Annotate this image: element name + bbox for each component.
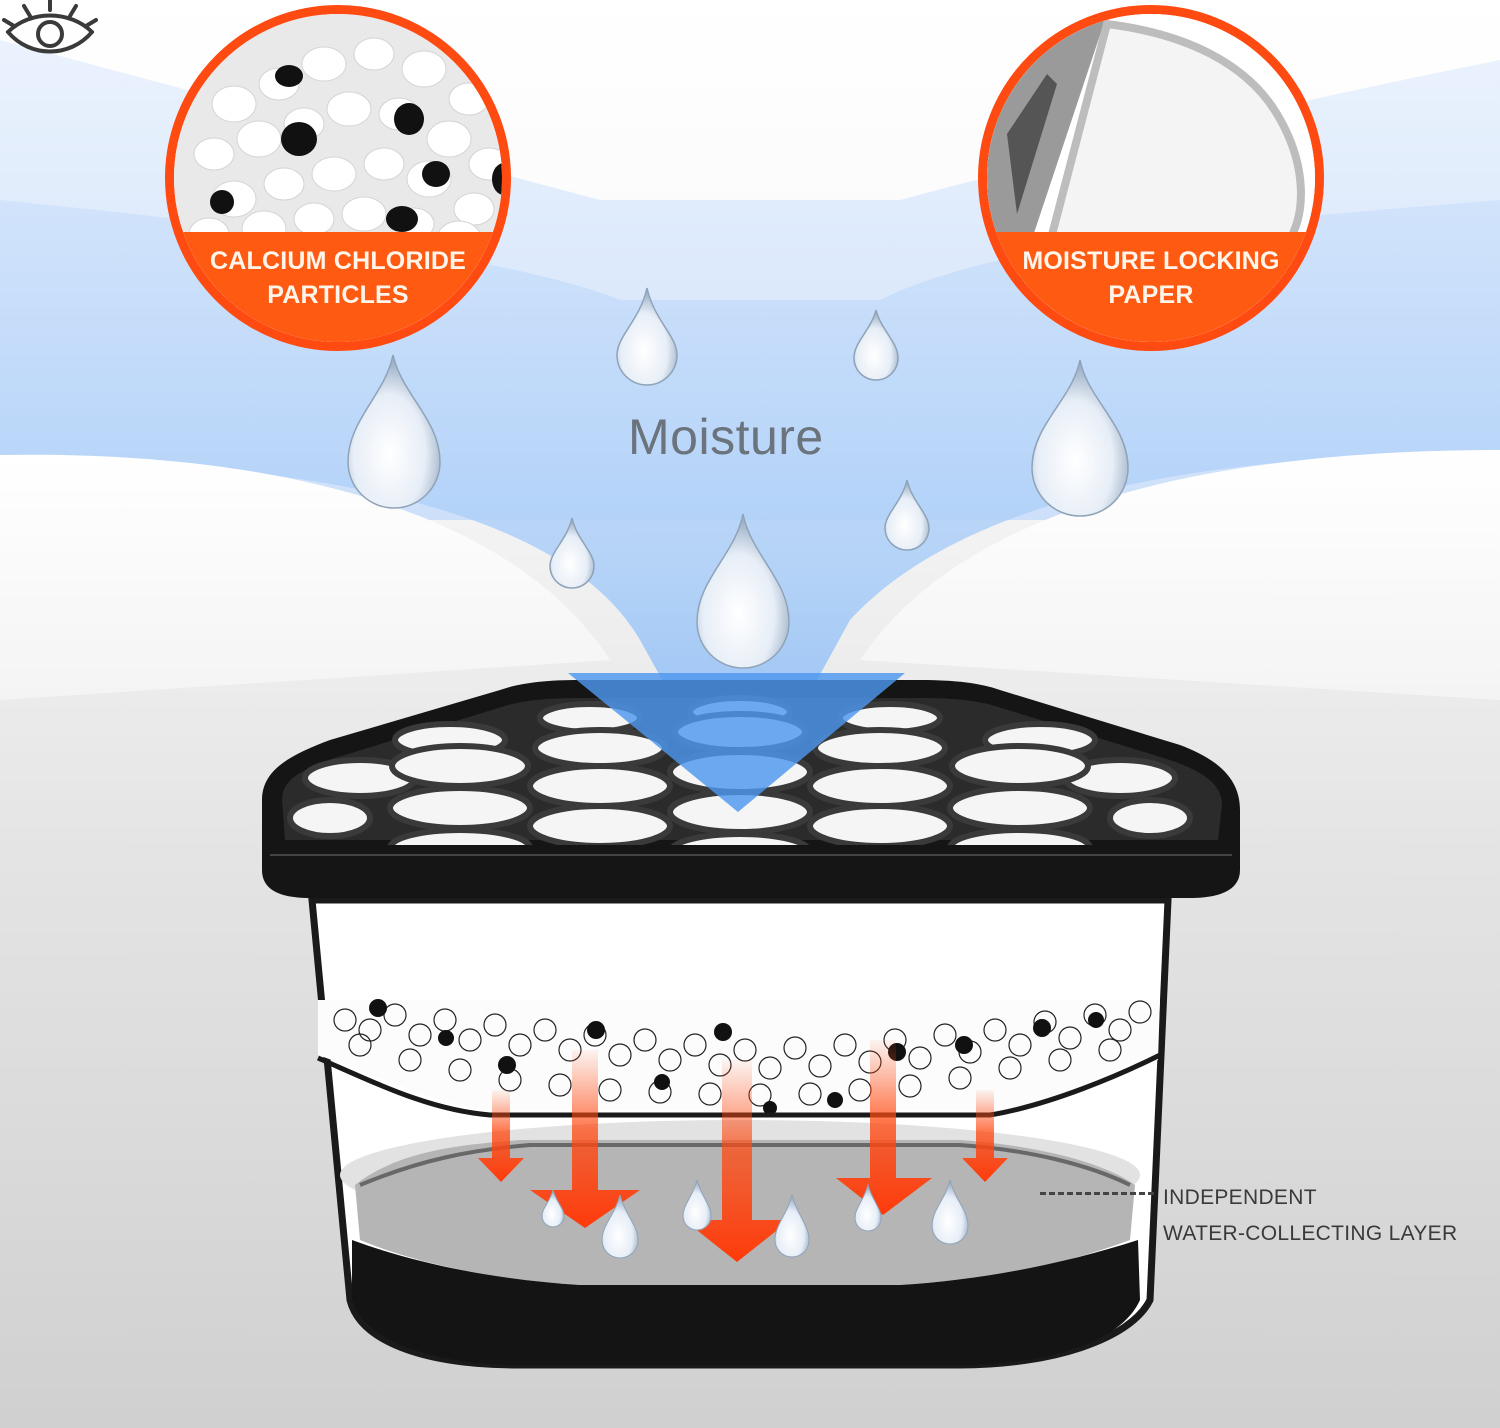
water-droplet-icon xyxy=(549,517,595,589)
down-arrow-icon xyxy=(478,1090,524,1182)
callout-label: CALCIUM CHLORIDE PARTICLES xyxy=(174,232,502,342)
down-arrow-icon xyxy=(530,1050,640,1228)
water-collecting-layer-label: INDEPENDENT WATER-COLLECTING LAYER xyxy=(1163,1180,1457,1252)
moisture-label: Moisture xyxy=(628,409,824,465)
callout-calcium-chloride: CALCIUM CHLORIDE PARTICLES xyxy=(165,5,511,351)
down-arrow-icon xyxy=(684,1060,790,1262)
layer-pointer-line xyxy=(1040,1192,1154,1195)
water-droplet-icon xyxy=(347,354,441,509)
water-droplet-icon xyxy=(1031,359,1129,517)
down-arrow-icon xyxy=(836,1040,932,1215)
collected-droplets xyxy=(541,1179,969,1259)
flow-arrow-icon xyxy=(568,673,905,812)
callout-label: MOISTURE LOCKING PAPER xyxy=(987,232,1315,342)
eye-icon xyxy=(2,0,98,54)
callout-label-line1: CALCIUM CHLORIDE xyxy=(210,247,466,275)
water-droplet-icon xyxy=(696,513,790,669)
layer-label-line1: INDEPENDENT xyxy=(1163,1186,1317,1209)
down-arrow-icon xyxy=(962,1090,1008,1182)
callout-label-line1: MOISTURE LOCKING xyxy=(1022,247,1280,275)
water-droplet-icon xyxy=(853,309,899,381)
layer-label-line2: WATER-COLLECTING LAYER xyxy=(1163,1222,1458,1245)
water-droplet-icon xyxy=(616,287,678,386)
callout-label-line2: PARTICLES xyxy=(267,281,409,309)
water-droplet-icon xyxy=(884,479,930,551)
callout-label-line2: PAPER xyxy=(1108,281,1194,309)
charcoal-particles xyxy=(369,999,1104,1115)
callout-moisture-locking-paper: MOISTURE LOCKING PAPER xyxy=(978,5,1324,351)
